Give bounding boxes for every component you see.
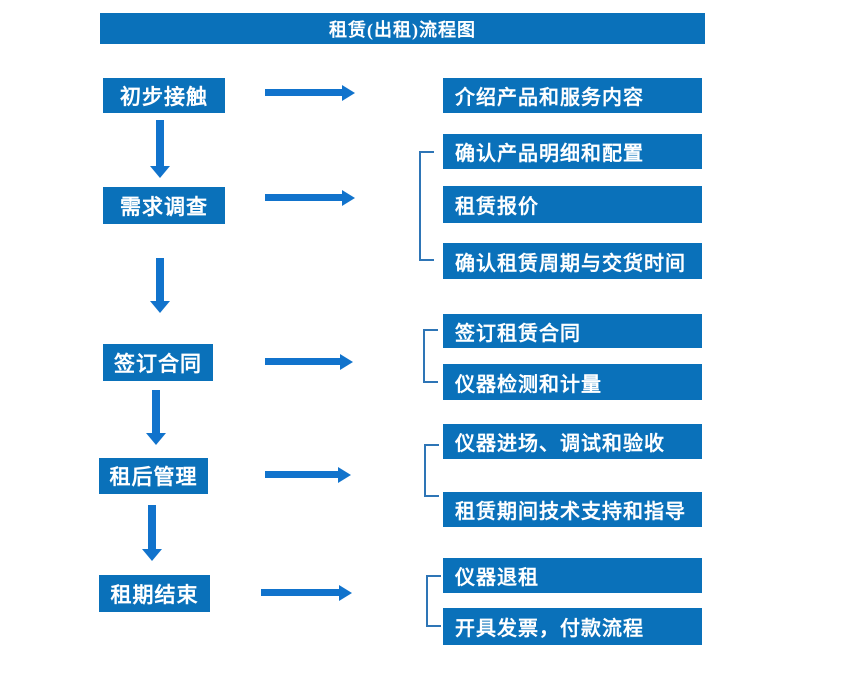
right-arrow-3 <box>265 358 341 365</box>
group-bracket-lease-end <box>426 575 441 627</box>
step-box-initial-contact: 初步接触 <box>103 78 225 113</box>
detail-box-introduce-products: 介绍产品和服务内容 <box>443 78 702 113</box>
down-arrow-1 <box>156 120 164 166</box>
group-bracket-sign-contract <box>423 329 438 383</box>
detail-box-sign-rental-contract: 签订租赁合同 <box>443 314 702 348</box>
step-box-lease-end: 租期结束 <box>99 575 210 612</box>
right-arrow-5 <box>261 589 340 596</box>
down-arrow-2 <box>156 258 164 301</box>
down-arrow-3 <box>152 390 160 433</box>
detail-box-instrument-testing: 仪器检测和计量 <box>443 364 702 400</box>
detail-box-instrument-return: 仪器退租 <box>443 558 702 593</box>
detail-box-invoice-payment: 开具发票，付款流程 <box>443 608 702 645</box>
detail-box-confirm-rental-period: 确认租赁周期与交货时间 <box>443 243 702 279</box>
right-arrow-2 <box>265 194 343 201</box>
step-box-post-rental-management: 租后管理 <box>99 458 208 494</box>
right-arrow-4 <box>265 471 339 478</box>
step-box-demand-survey: 需求调查 <box>103 187 225 224</box>
detail-box-confirm-product-details: 确认产品明细和配置 <box>443 134 702 169</box>
detail-box-rental-quotation: 租赁报价 <box>443 186 702 223</box>
group-bracket-post-rental <box>424 444 439 497</box>
group-bracket-demand-survey <box>419 151 434 261</box>
right-arrow-1 <box>265 89 343 96</box>
down-arrow-4 <box>148 505 156 549</box>
step-box-sign-contract: 签订合同 <box>103 344 213 381</box>
detail-box-instrument-commissioning: 仪器进场、调试和验收 <box>443 424 702 459</box>
title-bar: 租赁(出租)流程图 <box>100 13 705 44</box>
page-title: 租赁(出租)流程图 <box>329 19 476 40</box>
detail-box-technical-support: 租赁期间技术支持和指导 <box>443 492 702 527</box>
